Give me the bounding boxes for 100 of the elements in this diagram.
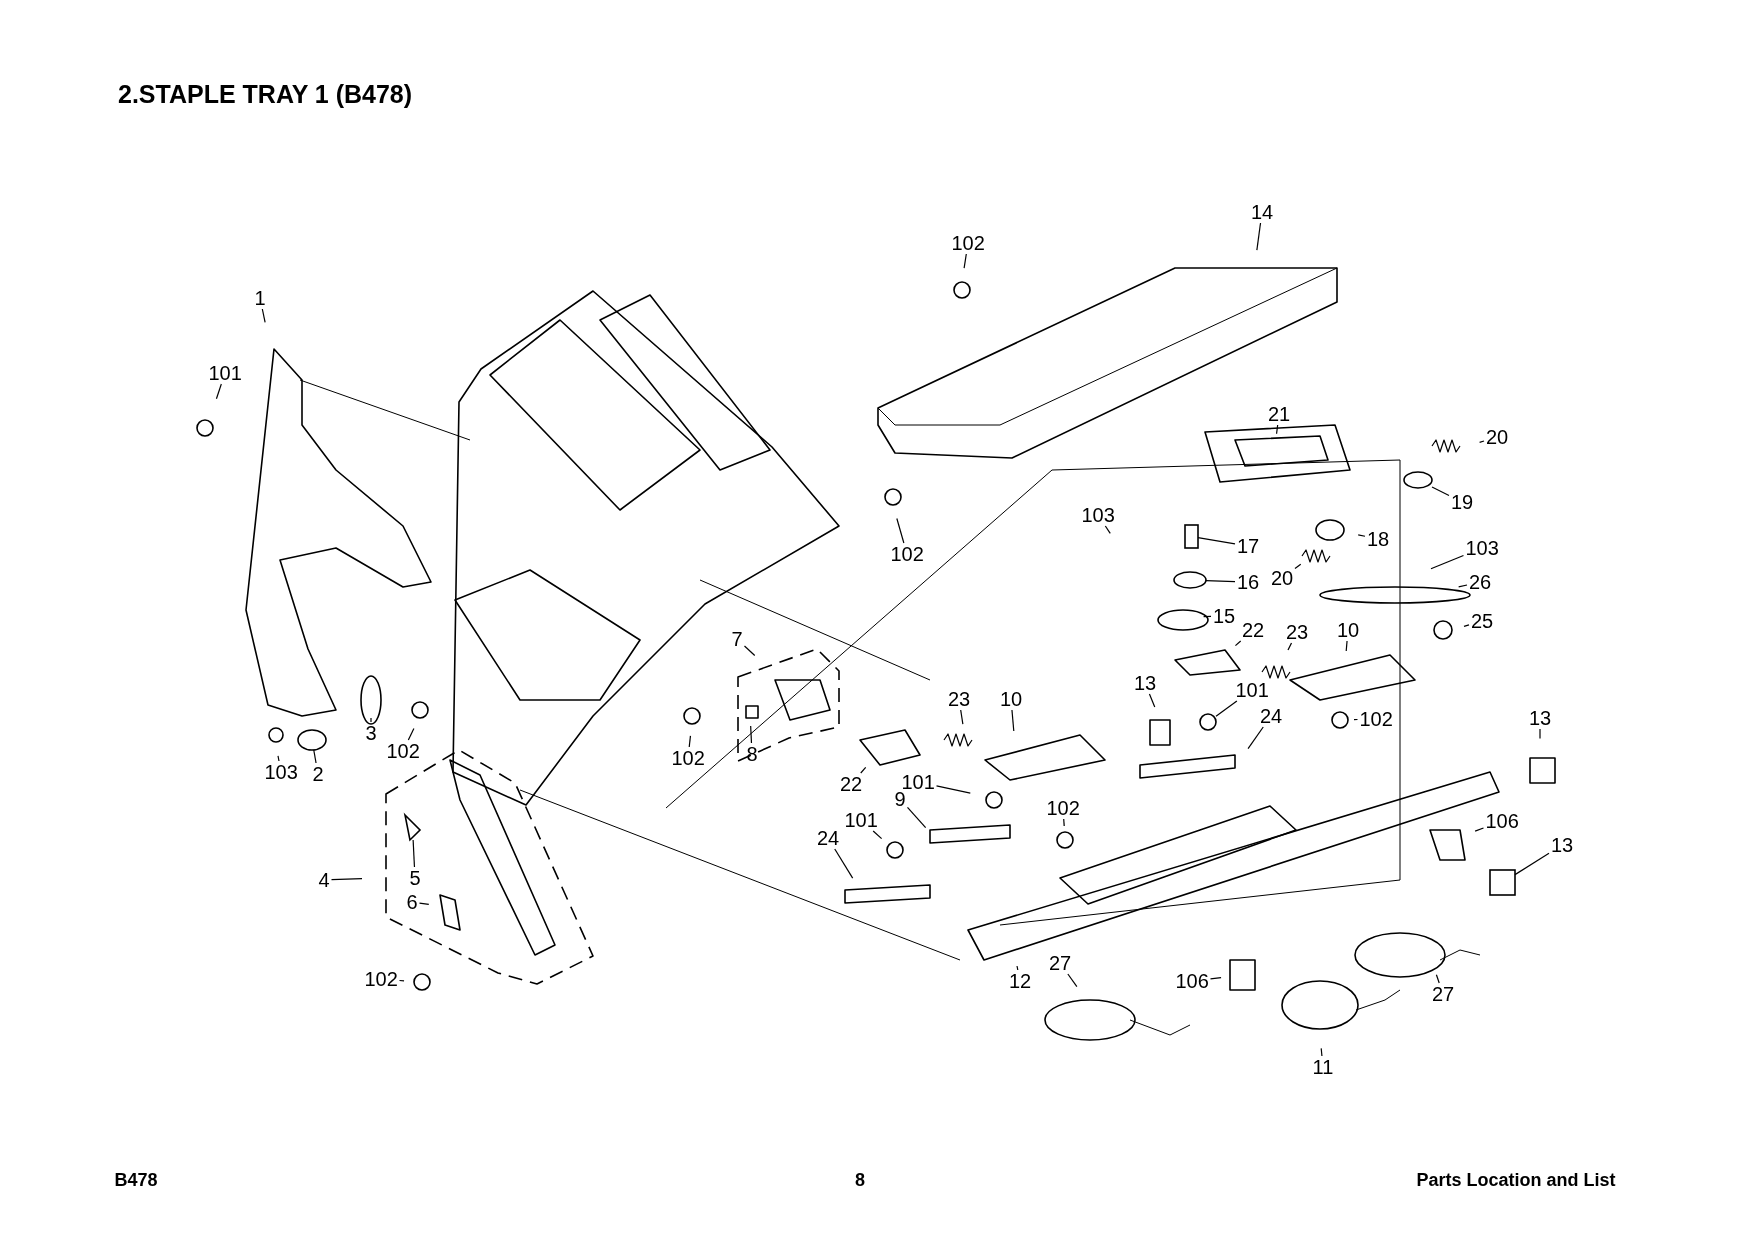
callout-number: 9 [893,789,907,809]
callout-number: 8 [745,744,759,764]
callout-number: 27 [1431,984,1456,1004]
section-name: Parts Location and List [1416,1170,1616,1191]
callout-number: 5 [408,868,422,888]
leader-line [330,877,363,881]
leader-line [872,830,883,840]
pulley [1173,571,1207,589]
callout-number: 13 [1528,708,1553,728]
page-number: 8 [855,1170,865,1191]
callout-number: 22 [839,774,864,794]
leader-line [688,735,692,748]
callout-number: 12 [1008,971,1033,991]
leader-line [1435,974,1440,984]
leader-line [418,902,430,905]
callout-number: 4 [317,870,331,890]
clip [1489,869,1516,896]
leader-line [1463,624,1470,627]
callout-number: 103 [1080,505,1116,525]
callout-number: 23 [947,689,972,709]
leader-line [1458,584,1468,588]
leader-line [1215,700,1238,717]
leader-line [906,806,927,829]
leader-line [896,517,905,544]
pin [1403,471,1433,489]
leader-line [743,645,756,657]
screw [1199,713,1217,731]
callout-number: 15 [1212,606,1237,626]
leader-line [1197,537,1236,545]
leader-line [1067,973,1078,988]
callout-number: 102 [363,969,399,989]
callout-number: 103 [1464,538,1500,558]
callout-number: 25 [1470,611,1495,631]
callout-number: 102 [1045,798,1081,818]
callout-number: 23 [1285,622,1310,642]
callout-number: 21 [1267,404,1292,424]
leader-line [935,785,971,794]
callout-number: 2 [311,764,325,784]
callout-number: 11 [1311,1057,1335,1077]
leader-line [370,717,372,723]
callout-number: 6 [405,892,419,912]
triangle-pad [403,812,422,842]
callout-number: 103 [263,762,299,782]
callout-number: 13 [1550,835,1575,855]
leader-line [1205,579,1236,583]
leader-line [1294,563,1302,570]
callout-number: 20 [1270,568,1295,588]
callout-number: 101 [843,810,879,830]
callout-number: 14 [1250,202,1275,222]
leader-line [834,848,854,879]
callout-number: 16 [1236,572,1261,592]
leader-line [1234,640,1242,647]
callout-number: 10 [999,689,1024,709]
callout-number: 106 [1174,971,1210,991]
callout-number: 19 [1450,492,1475,512]
callout-number: 102 [670,748,706,768]
callout-number: 13 [1133,673,1158,693]
leader-line [750,725,753,744]
callout-number: 27 [1048,953,1073,973]
leader-line [1357,534,1366,537]
leader-line [215,383,222,400]
callout-number: 24 [1259,706,1284,726]
leader-line [313,749,317,764]
callout-number: 20 [1485,427,1510,447]
callout-number: 10 [1336,620,1361,640]
leader-line [1256,222,1262,251]
gear [297,729,327,751]
callout-number: 22 [1241,620,1266,640]
leader-line [1148,693,1156,708]
callout-number: 101 [1234,680,1270,700]
callout-number: 1 [253,288,267,308]
callout-number: 3 [364,723,378,743]
bushing [1184,524,1199,549]
callout-number: 101 [207,363,243,383]
leader-line [963,253,967,269]
leader-line [1345,640,1348,652]
leader-line [1514,852,1550,876]
leader-line [1430,554,1465,570]
leader-line [398,979,405,982]
callout-number: 106 [1484,811,1520,831]
leader-line [412,839,416,868]
callout-number: 102 [1358,709,1394,729]
leader-line [960,709,964,725]
leader-line [407,728,415,741]
leader-line [1474,827,1485,832]
leader-line [261,308,266,323]
leader-line [277,755,280,762]
callout-number: 24 [816,828,841,848]
leader-line [1011,709,1015,732]
callout-number: 102 [385,741,421,761]
leader-line [1353,718,1359,721]
leader-line [1063,818,1065,827]
callout-number: 101 [900,772,936,792]
model-code: B478 [114,1170,158,1191]
leader-line [1320,1047,1323,1057]
leader-line [860,766,867,774]
callout-number: 102 [889,544,925,564]
callout-number: 7 [730,629,744,649]
leader-line [1431,486,1450,497]
leader-line [1539,728,1541,739]
